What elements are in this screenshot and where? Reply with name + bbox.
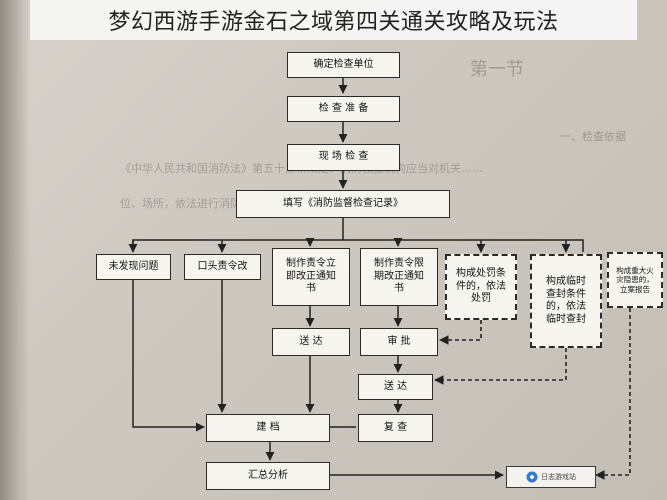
flow-box-label: 口头责令改 [198,261,248,274]
flow-box-temporary-seal: 构成临时 查封条件 的，依法 临时查封 [530,254,602,348]
watermark-text: 日志游戏站 [541,472,576,482]
flow-box-approval: 审 批 [360,328,438,356]
flow-box-label: 构成处罚条 件的，依法 处罚 [456,268,506,306]
flow-box-fill-record: 填写《消防监督检查记录》 [236,190,450,218]
flow-box-label: 未发现问题 [109,261,159,274]
flow-box-label: 审 批 [387,336,410,349]
flow-box-deliver-2: 送 达 [358,374,433,400]
flow-box-immediate-notice: 制作责令立 即改正通知 书 [272,248,350,306]
flow-box-label: 构成临时 查封条件 的，依法 临时查封 [546,276,586,326]
flow-box-label: 送 达 [299,336,322,349]
flow-box-summary-analysis: 汇总分析 [206,462,330,490]
flow-box-label: 确定检查单位 [314,59,374,72]
page-title: 梦幻西游手游金石之域第四关通关攻略及玩法 [108,4,558,36]
dashed-arrow [440,320,481,340]
flow-box-verbal-order: 口头责令改 [184,254,261,280]
flow-box-deadline-notice: 制作责令限 期改正通知 书 [360,248,438,306]
flow-box-label: 复 查 [384,422,407,435]
flow-box-inspection-prep: 检 查 准 备 [287,96,400,122]
flow-box-major-hazard: 构成重大火 灾隐患的， 立案报告 [607,252,663,308]
flow-box-label: 现 场 检 查 [319,151,369,164]
flow-box-label: 构成重大火 灾隐患的， 立案报告 [616,266,654,294]
flow-box-label: 检 查 准 备 [319,103,369,116]
flow-box-label: 制作责令限 期改正通知 书 [374,258,424,296]
flow-box-penalty: 构成处罚条 件的，依法 处罚 [445,254,517,320]
flow-box-label: 制作责令立 即改正通知 书 [286,258,336,296]
arrow [133,280,204,427]
flow-box-onsite-inspection: 现 场 检 查 [287,144,400,171]
site-watermark: 日志游戏站 [506,466,596,488]
site-logo-icon [526,471,538,483]
flow-box-label: 建 档 [256,422,279,435]
flow-box-label: 填写《消防监督检查记录》 [283,198,403,211]
dashed-arrow [435,348,566,380]
title-banner: 梦幻西游手游金石之域第四关通关攻略及玩法 [30,0,637,40]
branch-bar [133,240,583,252]
flow-box-label: 送 达 [384,381,407,394]
flow-box-no-problem: 未发现问题 [96,254,171,280]
flow-box-deliver-1: 送 达 [272,328,350,356]
flow-box-recheck: 复 查 [358,414,433,442]
flow-box-label: 汇总分析 [248,470,288,483]
flow-box-determine-unit: 确定检查单位 [287,52,400,78]
flow-box-archive: 建 档 [206,414,330,442]
